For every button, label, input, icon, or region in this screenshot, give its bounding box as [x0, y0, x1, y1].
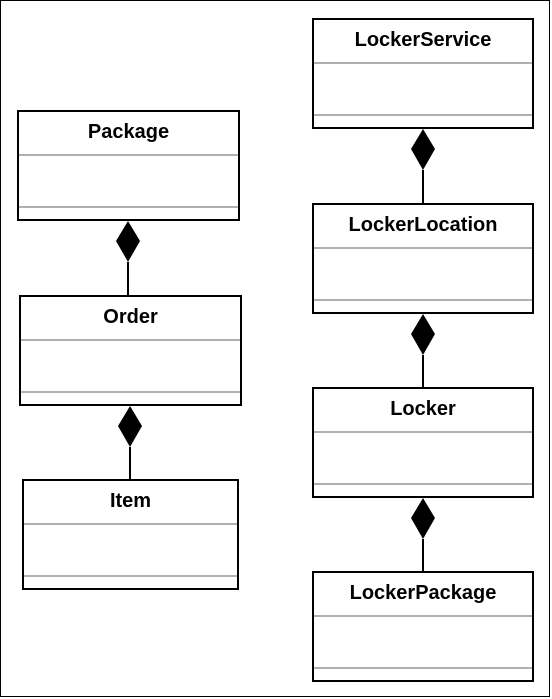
- attributes-separator: [314, 615, 532, 617]
- methods-separator: [314, 667, 532, 669]
- methods-separator: [19, 206, 238, 208]
- attributes-separator: [314, 431, 532, 433]
- composition-diamond-lockerservice-lockerlocation: [411, 129, 435, 170]
- class-name: LockerPackage: [349, 582, 497, 604]
- methods-separator: [24, 575, 237, 577]
- methods-separator: [314, 299, 532, 301]
- composition-diamond-order-item: [118, 406, 142, 447]
- composition-diamond-lockerlocation-locker: [411, 314, 435, 355]
- class-name: LockerService: [354, 29, 492, 51]
- class-name: Locker: [390, 398, 456, 420]
- class-locker: Locker: [312, 387, 534, 498]
- class-order: Order: [19, 295, 242, 406]
- class-locker-package: LockerPackage: [312, 571, 534, 682]
- class-locker-location: LockerLocation: [312, 203, 534, 314]
- methods-separator: [314, 114, 532, 116]
- class-item: Item: [22, 479, 239, 590]
- composition-diamond-locker-lockerpackage: [411, 498, 435, 539]
- class-name: Item: [109, 490, 152, 512]
- attributes-separator: [21, 339, 240, 341]
- attributes-separator: [314, 247, 532, 249]
- methods-separator: [314, 483, 532, 485]
- methods-separator: [21, 391, 240, 393]
- composition-diamond-package-order: [116, 221, 140, 262]
- attributes-separator: [19, 154, 238, 156]
- attributes-separator: [314, 62, 532, 64]
- class-name: Package: [87, 121, 170, 143]
- class-name: LockerLocation: [348, 214, 498, 236]
- class-locker-service: LockerService: [312, 18, 534, 129]
- class-package: Package: [17, 110, 240, 221]
- attributes-separator: [24, 523, 237, 525]
- class-name: Order: [103, 306, 158, 328]
